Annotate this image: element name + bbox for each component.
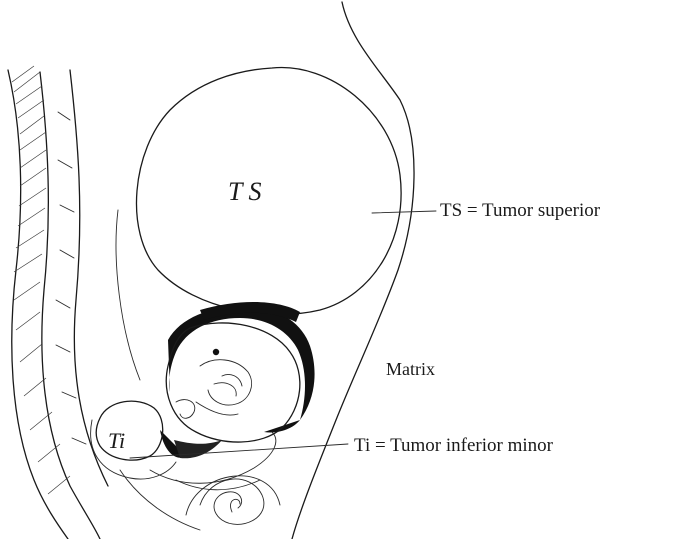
- ti-leader-line: [130, 444, 348, 458]
- ti-caption: Ti = Tumor inferior minor: [354, 435, 554, 456]
- matrix-label: Matrix: [386, 359, 435, 379]
- ts-inside-label: T S: [228, 177, 262, 206]
- dark-sac-wall: [160, 302, 315, 458]
- ti-inside-label: Ti: [108, 428, 125, 453]
- inner-sac: [166, 323, 300, 442]
- embryo: [176, 349, 252, 418]
- ts-caption: TS = Tumor superior: [440, 200, 601, 221]
- ts-leader-line: [372, 211, 436, 213]
- tumor-superior: T S: [136, 68, 401, 315]
- matrix-contour: [116, 2, 414, 539]
- uterine-wall: [8, 66, 108, 539]
